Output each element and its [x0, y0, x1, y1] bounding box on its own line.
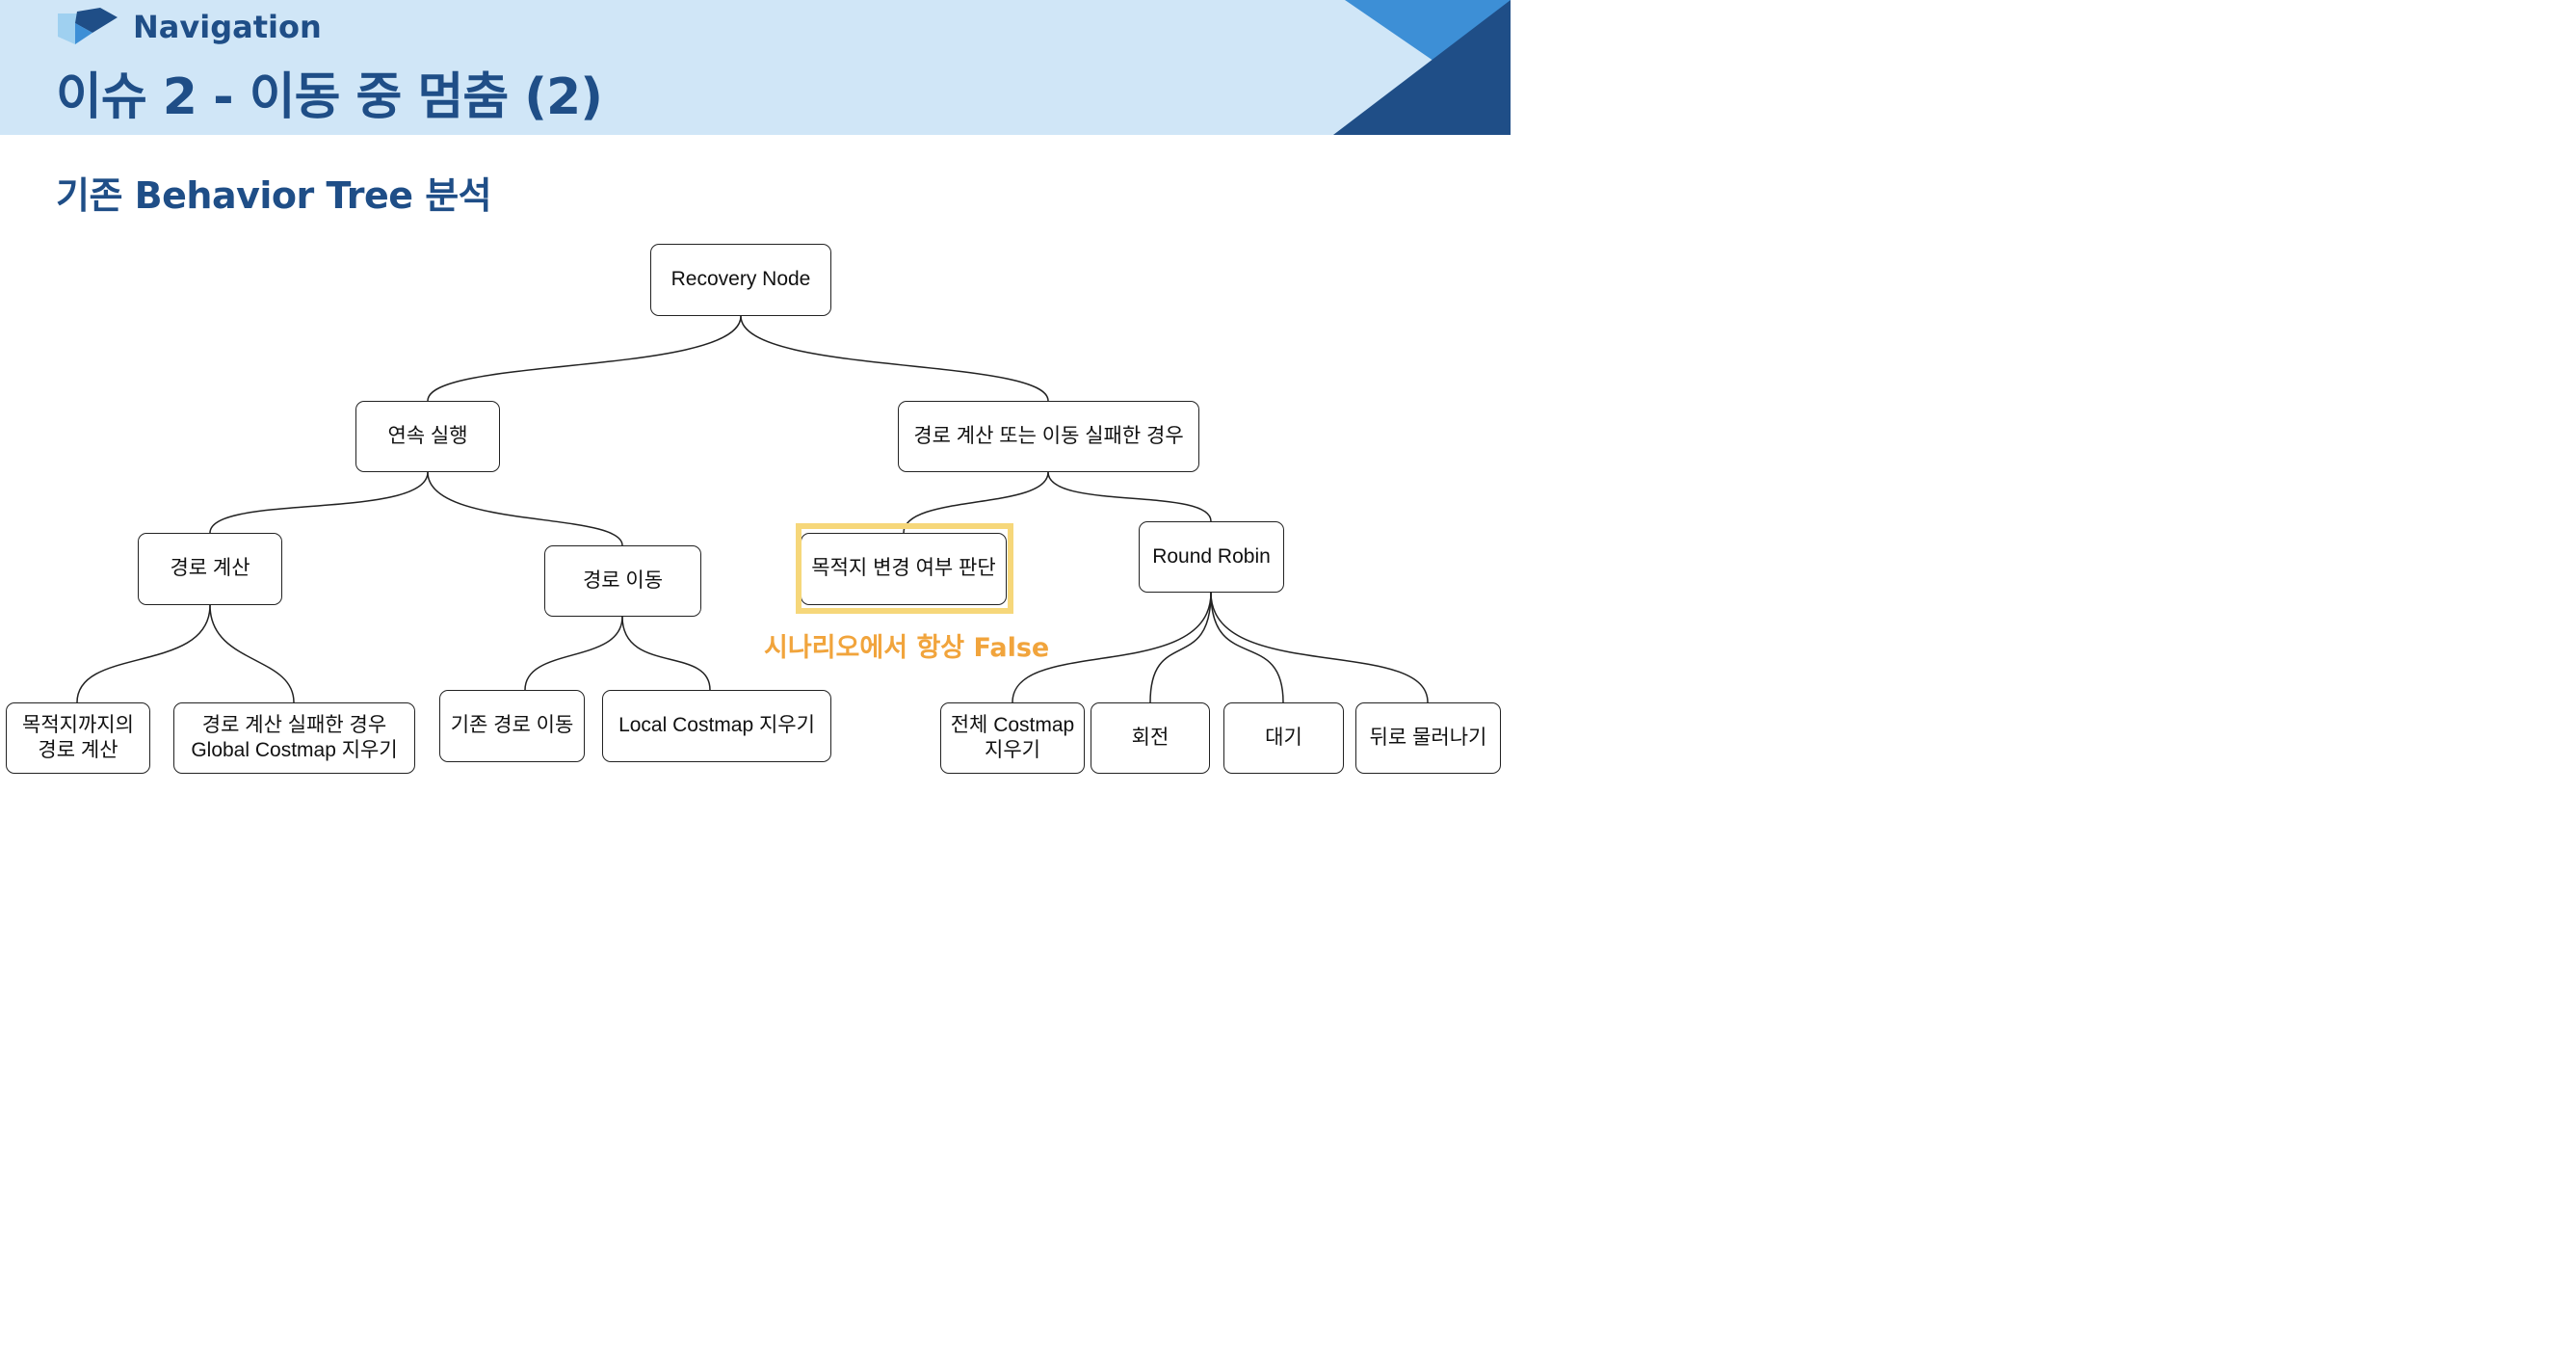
annotation-note: 시나리오에서 항상 False — [764, 633, 1050, 663]
edge-compute-clearglobal — [209, 604, 295, 703]
node-sequence: 연속 실행 — [355, 401, 500, 472]
header-banner: Navigation 이슈 2 - 이동 중 멈춤 (2) — [0, 0, 1511, 135]
corner-decoration-icon — [1333, 0, 1511, 135]
edge-rr-backup — [1210, 592, 1429, 703]
node-follow-path: 경로 이동 — [544, 545, 701, 617]
section-label: Navigation — [133, 9, 322, 45]
navigation-logo-icon — [58, 8, 118, 44]
node-spin: 회전 — [1091, 702, 1210, 774]
node-compute-path: 경로 계산 — [138, 533, 282, 605]
slide-subtitle: 기존 Behavior Tree 분석 — [56, 174, 492, 217]
edge-follow-clearlocal — [621, 616, 711, 691]
node-clear-global-costmap: 경로 계산 실패한 경우 Global Costmap 지우기 — [173, 702, 415, 774]
edge-fallback-goal — [903, 471, 1049, 534]
node-clear-local-costmap: Local Costmap 지우기 — [602, 690, 831, 762]
edge-follow-existing — [524, 616, 623, 691]
edge-rr-spin — [1149, 592, 1212, 703]
edge-root-fallback — [740, 315, 1049, 402]
edge-fallback-roundrobin — [1047, 471, 1212, 522]
node-back-up: 뒤로 물러나기 — [1355, 702, 1501, 774]
node-compute-path-to-goal: 목적지까지의 경로 계산 — [6, 702, 150, 774]
node-clear-all-costmap: 전체 Costmap 지우기 — [940, 702, 1085, 774]
node-recovery: Recovery Node — [650, 244, 831, 316]
tree-edges — [76, 315, 1429, 703]
node-round-robin: Round Robin — [1139, 521, 1284, 593]
edge-rr-wait — [1210, 592, 1284, 703]
node-goal-updated: 목적지 변경 여부 판단 — [801, 533, 1007, 605]
edge-root-sequence — [427, 315, 742, 402]
page-title: 이슈 2 - 이동 중 멈춤 (2) — [56, 68, 603, 126]
edge-rr-clearall — [1012, 592, 1212, 703]
edge-sequence-follow — [427, 471, 623, 546]
highlight-box — [796, 523, 1013, 614]
node-fallback: 경로 계산 또는 이동 실패한 경우 — [898, 401, 1199, 472]
node-follow-existing-path: 기존 경로 이동 — [439, 690, 585, 762]
edge-compute-goalpath — [76, 604, 211, 703]
edge-sequence-compute — [209, 471, 429, 534]
node-wait: 대기 — [1223, 702, 1344, 774]
